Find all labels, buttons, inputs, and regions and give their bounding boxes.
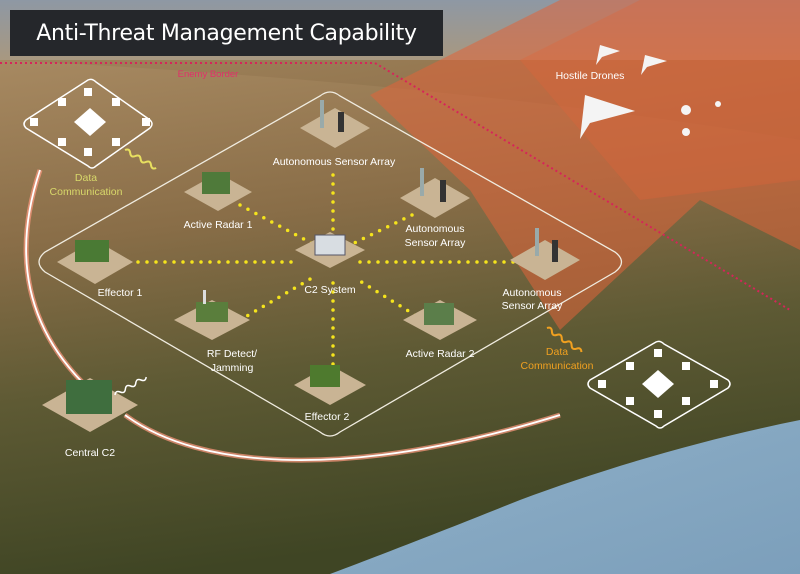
data-comm-hub-left bbox=[23, 78, 153, 169]
drone-icon bbox=[580, 95, 635, 139]
comm-arc bbox=[25, 169, 561, 461]
node-rf-detect[interactable] bbox=[174, 290, 250, 340]
signal-wave-icon bbox=[124, 148, 157, 170]
data-comm-hub-right bbox=[587, 340, 731, 429]
title-banner: Anti-Threat Management Capability bbox=[10, 10, 443, 56]
quadcopter-icon bbox=[681, 105, 691, 115]
sensor-top-label: Autonomous Sensor Array bbox=[273, 156, 396, 168]
page-title: Anti-Threat Management Capability bbox=[36, 20, 417, 46]
rf-detect-label-2: Jamming bbox=[211, 362, 254, 374]
enemy-border-label: Enemy Border bbox=[178, 69, 239, 80]
sensor-right-label-2: Sensor Array bbox=[502, 300, 563, 312]
enemy-border-line bbox=[0, 62, 791, 311]
threat-zone bbox=[370, 0, 800, 330]
hostile-drones-label: Hostile Drones bbox=[556, 70, 625, 82]
data-comm-right-label-1: Data bbox=[546, 346, 568, 358]
quadcopter-icon bbox=[682, 128, 690, 136]
node-active-radar-2[interactable] bbox=[403, 300, 477, 340]
quadcopter-icon bbox=[715, 101, 721, 107]
network-perimeter bbox=[38, 91, 623, 437]
data-comm-left-label-2: Communication bbox=[50, 186, 123, 198]
effector-1-label: Effector 1 bbox=[98, 287, 143, 299]
nodes bbox=[42, 100, 580, 432]
central-c2-label: Central C2 bbox=[65, 447, 115, 459]
node-active-radar-1[interactable] bbox=[184, 172, 252, 211]
node-effector-2[interactable] bbox=[294, 365, 366, 405]
threat-zone-inner bbox=[520, 0, 800, 200]
node-sensor-right[interactable] bbox=[510, 228, 580, 280]
sea bbox=[330, 420, 800, 574]
signal-wave-icon bbox=[546, 326, 583, 353]
data-comm-left-label-1: Data bbox=[75, 172, 97, 184]
node-sensor-top[interactable] bbox=[300, 100, 370, 148]
hostile-drones-group bbox=[580, 45, 721, 139]
effector-2-label: Effector 2 bbox=[305, 411, 350, 423]
c2-system-label: C2 System bbox=[304, 284, 356, 296]
active-radar-2-label: Active Radar 2 bbox=[406, 348, 475, 360]
node-central-c2[interactable] bbox=[42, 378, 138, 432]
signal-wave-icon bbox=[114, 376, 147, 396]
active-radar-1-label: Active Radar 1 bbox=[184, 219, 253, 231]
node-c2-system[interactable] bbox=[295, 232, 365, 268]
sensor-right-label-1: Autonomous bbox=[503, 287, 562, 299]
drone-icon bbox=[596, 45, 620, 65]
node-effector-1[interactable] bbox=[57, 240, 133, 284]
c2-links bbox=[136, 173, 517, 377]
data-comm-right-label-2: Communication bbox=[521, 360, 594, 372]
rf-detect-label-1: RF Detect/ bbox=[207, 348, 257, 360]
sensor-mid-label-1: Autonomous bbox=[406, 223, 465, 235]
drone-icon bbox=[641, 55, 667, 75]
node-sensor-mid[interactable] bbox=[400, 168, 470, 218]
sensor-mid-label-2: Sensor Array bbox=[405, 237, 466, 249]
